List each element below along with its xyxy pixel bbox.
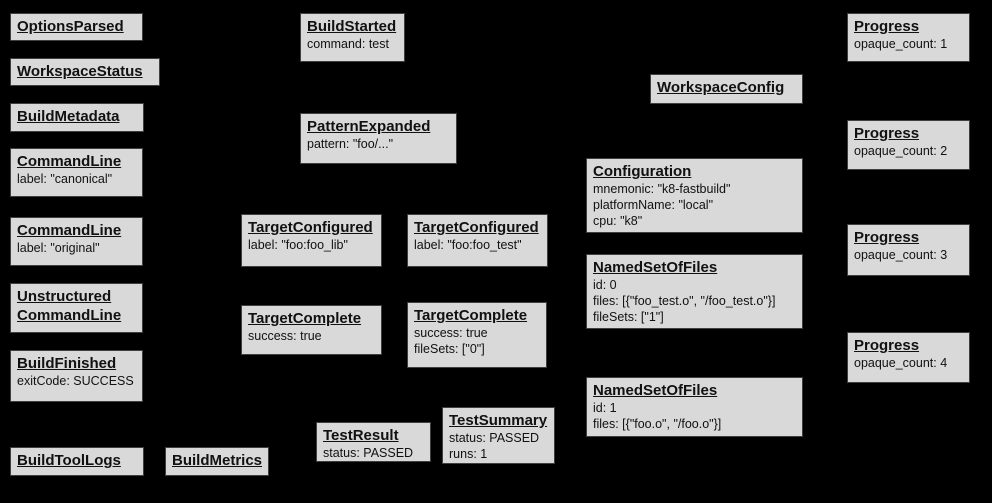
event-node-progress-3: Progress opaque_count: 3 [847,224,970,276]
node-attribute: status: PASSED [323,446,414,460]
node-title: BuildToolLogs [17,452,121,469]
node-attribute: id: 1 [593,401,617,415]
node-attribute: label: "canonical" [17,172,113,186]
node-attribute: status: PASSED [449,431,540,445]
node-title: BuildFinished [17,355,117,372]
node-attribute: fileSets: ["1"] [593,310,664,324]
event-node-command-line-canonical: CommandLine label: "canonical" [10,148,143,197]
event-node-build-metrics: BuildMetrics [165,447,269,476]
node-attribute: opaque_count: 4 [854,356,948,370]
event-node-build-metadata: BuildMetadata [10,103,144,132]
node-attribute: files: [{"foo_test.o", "/foo_test.o"}] [593,294,776,308]
event-node-target-complete-foo-lib: TargetComplete success: true [241,305,382,355]
node-attribute: mnemonic: "k8-fastbuild" [593,182,731,196]
node-attribute: label: "foo:foo_test" [414,238,522,252]
node-title: Configuration [593,163,692,180]
node-title: CommandLine [17,153,122,170]
node-attribute: runs: 1 [449,447,488,461]
node-attribute: exitCode: SUCCESS [17,374,134,388]
node-attribute: opaque_count: 1 [854,37,948,51]
node-attribute: pattern: "foo/..." [307,137,394,151]
event-node-build-tool-logs: BuildToolLogs [10,447,144,476]
node-attribute: fileSets: ["0"] [414,342,485,356]
node-title: NamedSetOfFiles [593,382,718,399]
event-node-progress-2: Progress opaque_count: 2 [847,120,970,170]
node-title: NamedSetOfFiles [593,259,718,276]
node-title: TargetConfigured [248,219,373,236]
node-title: TestSummary [449,412,548,429]
event-node-named-set-of-files-1: NamedSetOfFiles id: 1 files: [{"foo.o", "/… [586,377,803,437]
event-node-target-configured-foo-lib: TargetConfigured label: "foo:foo_lib" [241,214,382,267]
node-attribute: cpu: "k8" [593,214,643,228]
node-title: TargetComplete [414,307,528,324]
node-title: CommandLine [17,222,122,239]
node-title: Progress [854,125,920,142]
event-node-test-summary: TestSummary status: PASSED runs: 1 [442,407,555,464]
node-title: Unstructured [17,288,112,305]
node-attribute: label: "foo:foo_lib" [248,238,348,252]
node-attribute: id: 0 [593,278,617,292]
node-attribute: success: true [248,329,322,343]
node-title: BuildStarted [307,18,397,35]
node-title: TargetConfigured [414,219,539,236]
node-title: TargetComplete [248,310,362,327]
node-attribute: success: true [414,326,488,340]
node-title: Progress [854,18,920,35]
node-title: Progress [854,229,920,246]
event-node-build-started: BuildStarted command: test [300,13,405,62]
event-node-command-line-original: CommandLine label: "original" [10,217,143,266]
node-title: OptionsParsed [17,18,124,35]
event-node-test-result: TestResult status: PASSED [316,422,431,462]
node-title: Progress [854,337,920,354]
node-title: PatternExpanded [307,118,431,135]
event-node-progress-4: Progress opaque_count: 4 [847,332,970,383]
event-node-progress-1: Progress opaque_count: 1 [847,13,970,62]
node-title: BuildMetadata [17,108,120,125]
event-node-target-configured-foo-test: TargetConfigured label: "foo:foo_test" [407,214,548,267]
node-title: CommandLine [17,307,122,324]
event-node-pattern-expanded: PatternExpanded pattern: "foo/..." [300,113,457,164]
node-attribute: files: [{"foo.o", "/foo.o"}] [593,417,722,431]
node-title: TestResult [323,427,399,444]
event-node-build-finished: BuildFinished exitCode: SUCCESS [10,350,143,402]
event-node-configuration: Configuration mnemonic: "k8-fastbuild" pla… [586,158,803,233]
node-attribute: label: "original" [17,241,100,255]
event-node-workspace-config: WorkspaceConfig [650,74,803,104]
node-attribute: command: test [307,37,389,51]
node-title: WorkspaceConfig [657,79,785,96]
event-node-named-set-of-files-0: NamedSetOfFiles id: 0 files: [{"foo_test.o… [586,254,803,329]
node-attribute: opaque_count: 3 [854,248,948,262]
node-attribute: platformName: "local" [593,198,714,212]
event-node-options-parsed: OptionsParsed [10,13,143,41]
event-node-workspace-status: WorkspaceStatus [10,58,160,86]
node-attribute: opaque_count: 2 [854,144,948,158]
node-title: WorkspaceStatus [17,63,143,80]
event-node-target-complete-foo-test: TargetComplete success: true fileSets: ["0… [407,302,547,368]
node-title: BuildMetrics [172,452,263,469]
